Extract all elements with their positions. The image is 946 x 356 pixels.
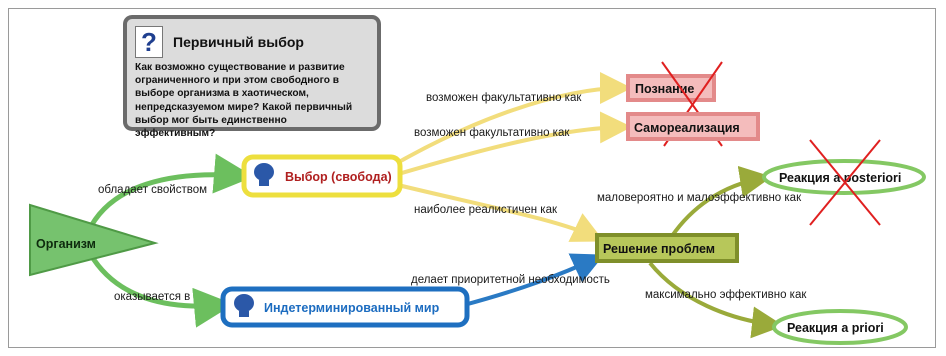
lightbulb-icon [234,294,254,317]
edge-problem-to-aposteriori [670,165,772,238]
edge-label-unlikely-ineffective: маловероятно и малоэффективно как [597,192,802,204]
node-world-label: Индетерминированный мир [264,301,440,315]
edge-organism-to-choice [85,153,254,234]
question-body: Как возможно существование и развитие ог… [135,62,353,140]
edge-choice-to-problem [397,183,605,242]
node-selfrealization-label: Самореализация [634,121,740,135]
edge-choice-to-selfrealization [394,111,632,177]
edge-label-priority-necessity: делает приоритетной необходимость [411,274,610,286]
cross-out-icon [809,139,881,226]
edge-organism-to-world [85,248,234,328]
question-title: Первичный выбор [173,34,304,50]
edge-choice-to-cognition [383,72,632,172]
node-organism-label: Организм [36,237,96,251]
node-selfrealization-box [626,112,760,141]
node-problem-label: Решение проблем [603,242,715,256]
node-world-box [220,286,470,328]
edge-label-most-realistic: наиболее реалистичен как [414,204,558,216]
node-apriori-label: Реакция a priori [787,321,884,335]
question-header: ? Первичный выбор [135,25,369,59]
node-organism-shape [29,203,159,277]
node-problem-box [595,233,739,263]
edge-problem-to-apriori [648,261,784,339]
lightbulb-icon [254,163,274,186]
edge-world-to-problem [463,253,605,307]
edge-label-has-property: обладает свойством [98,184,207,196]
node-choice-box [241,154,403,198]
edge-label-possible-optional-2: возможен факультативно как [414,127,570,139]
node-choice-label: Выбор (свобода) [285,170,392,184]
question-card: ? Первичный выбор Как возможно существов… [123,15,381,139]
question-mark-icon: ? [135,26,163,58]
edge-label-finds-itself-in: оказывается в [114,291,190,303]
node-apriori-shape [772,309,908,345]
node-aposteriori-shape [762,159,926,195]
edge-label-max-effective: максимально эффективно как [645,289,807,301]
edge-label-possible-optional-1: возможен факультативно как [426,92,582,104]
